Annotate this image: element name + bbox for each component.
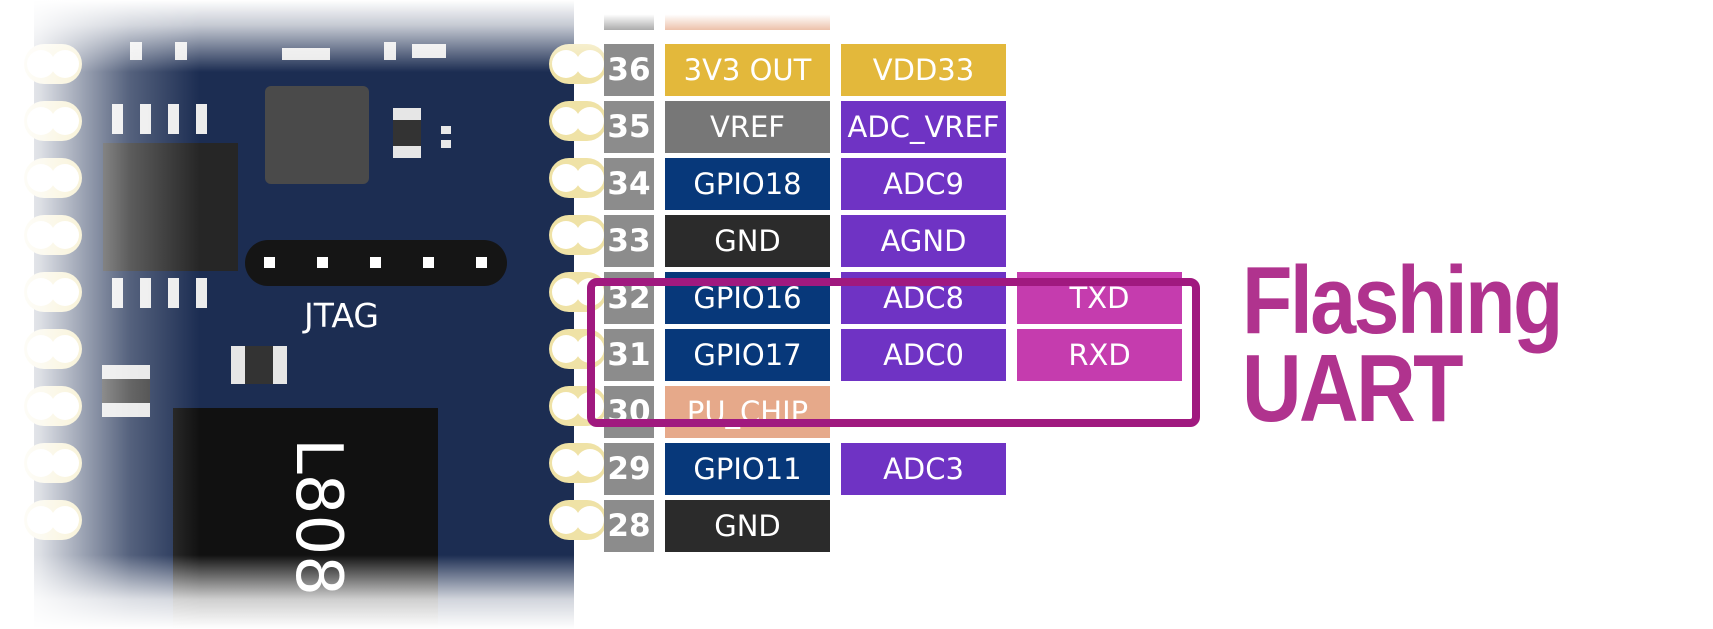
- fade-overlay: [580, 0, 1220, 36]
- pin-function-c1: GND: [665, 215, 830, 267]
- castellated-pad: [549, 443, 607, 483]
- pin-function-c3: RXD: [1017, 329, 1182, 381]
- pin-function-c1: 3V3 OUT: [665, 44, 830, 96]
- pin-number: 29: [604, 443, 654, 495]
- pin-function-c1: GND: [665, 500, 830, 552]
- castellated-pad: [549, 329, 607, 369]
- castellated-pad: [549, 272, 607, 312]
- chip-lead: [196, 104, 207, 134]
- pin-function-c1: PU_CHIP: [665, 386, 830, 438]
- pin-number: 28: [604, 500, 654, 552]
- jtag-header: [245, 240, 507, 286]
- capacitor: [231, 346, 287, 384]
- fade-overlay: [0, 0, 200, 629]
- callout-line2: UART: [1242, 335, 1464, 442]
- castellated-pad: [549, 101, 607, 141]
- flashing-uart-callout: Flashing UART: [1242, 247, 1563, 442]
- smd-part: [441, 126, 451, 134]
- castellated-pad: [549, 500, 607, 540]
- pin-function-c1: GPIO17: [665, 329, 830, 381]
- pin-function-c1: GPIO11: [665, 443, 830, 495]
- pin-number: 36: [604, 44, 654, 96]
- capacitor: [393, 108, 421, 158]
- pin-number: 31: [604, 329, 654, 381]
- pin-function-c1: VREF: [665, 101, 830, 153]
- fade-overlay: [580, 590, 1220, 629]
- pin-number: 35: [604, 101, 654, 153]
- castellated-pad: [549, 158, 607, 198]
- pin-number: 34: [604, 158, 654, 210]
- pin-function-c2: AGND: [841, 215, 1006, 267]
- pin-function-c1: GPIO18: [665, 158, 830, 210]
- pin-function-c2: ADC3: [841, 443, 1006, 495]
- pin-function-c2: ADC0: [841, 329, 1006, 381]
- castellated-pad: [549, 215, 607, 255]
- flashing-uart-highlight: [587, 278, 1200, 427]
- pin-function-c2: ADC_VREF: [841, 101, 1006, 153]
- pin-function-c2: VDD33: [841, 44, 1006, 96]
- qfn-chip: [265, 86, 369, 184]
- smd-part: [441, 140, 451, 148]
- callout-line1: Flashing: [1242, 247, 1563, 354]
- jtag-label: JTAG: [304, 296, 379, 335]
- pin-number: 33: [604, 215, 654, 267]
- chip-lead: [196, 278, 207, 308]
- pin-function-c2: ADC9: [841, 158, 1006, 210]
